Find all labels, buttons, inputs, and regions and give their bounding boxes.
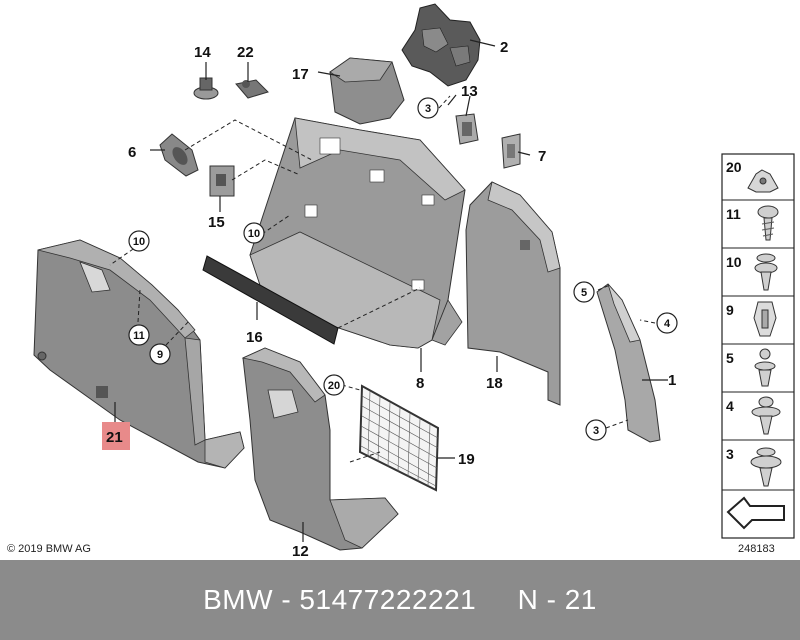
fastener-5-label: 5 — [726, 350, 734, 366]
parts-diagram: 14 22 17 2 6 7 13 15 16 8 18 1 19 12 21 … — [33, 3, 795, 560]
part-19-net[interactable] — [358, 384, 440, 492]
part-22-clip[interactable] — [235, 79, 269, 99]
copyright-notice: © 2019 BMW AG — [7, 543, 91, 555]
part-15-switch[interactable] — [209, 165, 235, 197]
part-number-footer: BMW - 51477222221 N - 21 — [0, 560, 800, 640]
dashed-guides — [109, 95, 656, 463]
callout-17: 17 — [292, 66, 309, 83]
fastener-4-icon — [751, 396, 781, 435]
ref-20: 20 — [328, 380, 340, 392]
callout-13: 13 — [461, 83, 478, 100]
part-6-cap[interactable] — [159, 133, 199, 177]
part-14-clip[interactable] — [193, 77, 219, 100]
footer-part-line: BMW - 51477222221 N - 21 — [203, 584, 597, 615]
part-1-pillar[interactable] — [596, 283, 661, 443]
callout-labels: 14 22 17 2 6 7 13 15 16 8 18 1 19 12 — [128, 39, 676, 560]
ref-9: 9 — [157, 349, 163, 361]
part-12-wheelarch-trim[interactable] — [241, 347, 399, 551]
fastener-9-label: 9 — [726, 302, 734, 318]
callout-7: 7 — [538, 148, 546, 165]
callout-21-highlight[interactable]: 21 — [102, 422, 130, 450]
fastener-9-icon — [753, 301, 777, 337]
ref-10-left: 10 — [133, 236, 145, 248]
fastener-11-icon — [757, 205, 779, 241]
arrow-symbol-icon — [726, 496, 785, 530]
callout-18: 18 — [486, 375, 503, 392]
ref-10-mid: 10 — [248, 228, 260, 240]
fastener-11-label: 11 — [726, 206, 741, 222]
callout-12: 12 — [292, 543, 309, 560]
callout-6: 6 — [128, 144, 136, 161]
part-2-bracket[interactable] — [401, 3, 481, 87]
fastener-20-label: 20 — [726, 159, 742, 175]
callout-2: 2 — [500, 39, 508, 56]
fastener-10-icon — [754, 253, 778, 291]
fastener-panel: 20 11 10 9 5 4 3 — [721, 153, 795, 539]
ref-11: 11 — [133, 330, 145, 342]
callout-15: 15 — [208, 214, 225, 231]
circled-refs — [128, 97, 678, 441]
callout-22: 22 — [237, 44, 254, 61]
fastener-20-icon — [747, 169, 779, 193]
callout-1: 1 — [668, 372, 676, 389]
part-7-lamp[interactable] — [501, 133, 521, 169]
ref-3-bottom: 3 — [593, 425, 599, 437]
part-18-trim[interactable] — [465, 181, 561, 406]
ref-5: 5 — [581, 287, 587, 299]
fastener-3-icon — [750, 447, 782, 487]
ref-3-top: 3 — [425, 103, 431, 115]
callout-21: 21 — [106, 429, 123, 446]
callout-8: 8 — [416, 375, 424, 392]
fastener-3-label: 3 — [726, 446, 734, 462]
diagram-id: 248183 — [738, 543, 775, 555]
callout-16: 16 — [246, 329, 263, 346]
callout-14: 14 — [194, 44, 211, 61]
part-21-left-trim[interactable] — [33, 239, 245, 469]
fastener-5-icon — [754, 348, 776, 387]
callout-19: 19 — [458, 451, 475, 468]
fastener-4-label: 4 — [726, 398, 734, 414]
part-8-rear-trim[interactable] — [249, 117, 466, 349]
ref-4: 4 — [664, 318, 671, 330]
leader-lines — [114, 39, 668, 542]
fastener-10-label: 10 — [726, 254, 742, 270]
part-17-cover[interactable] — [329, 57, 405, 125]
part-13-lamp[interactable] — [455, 113, 479, 145]
